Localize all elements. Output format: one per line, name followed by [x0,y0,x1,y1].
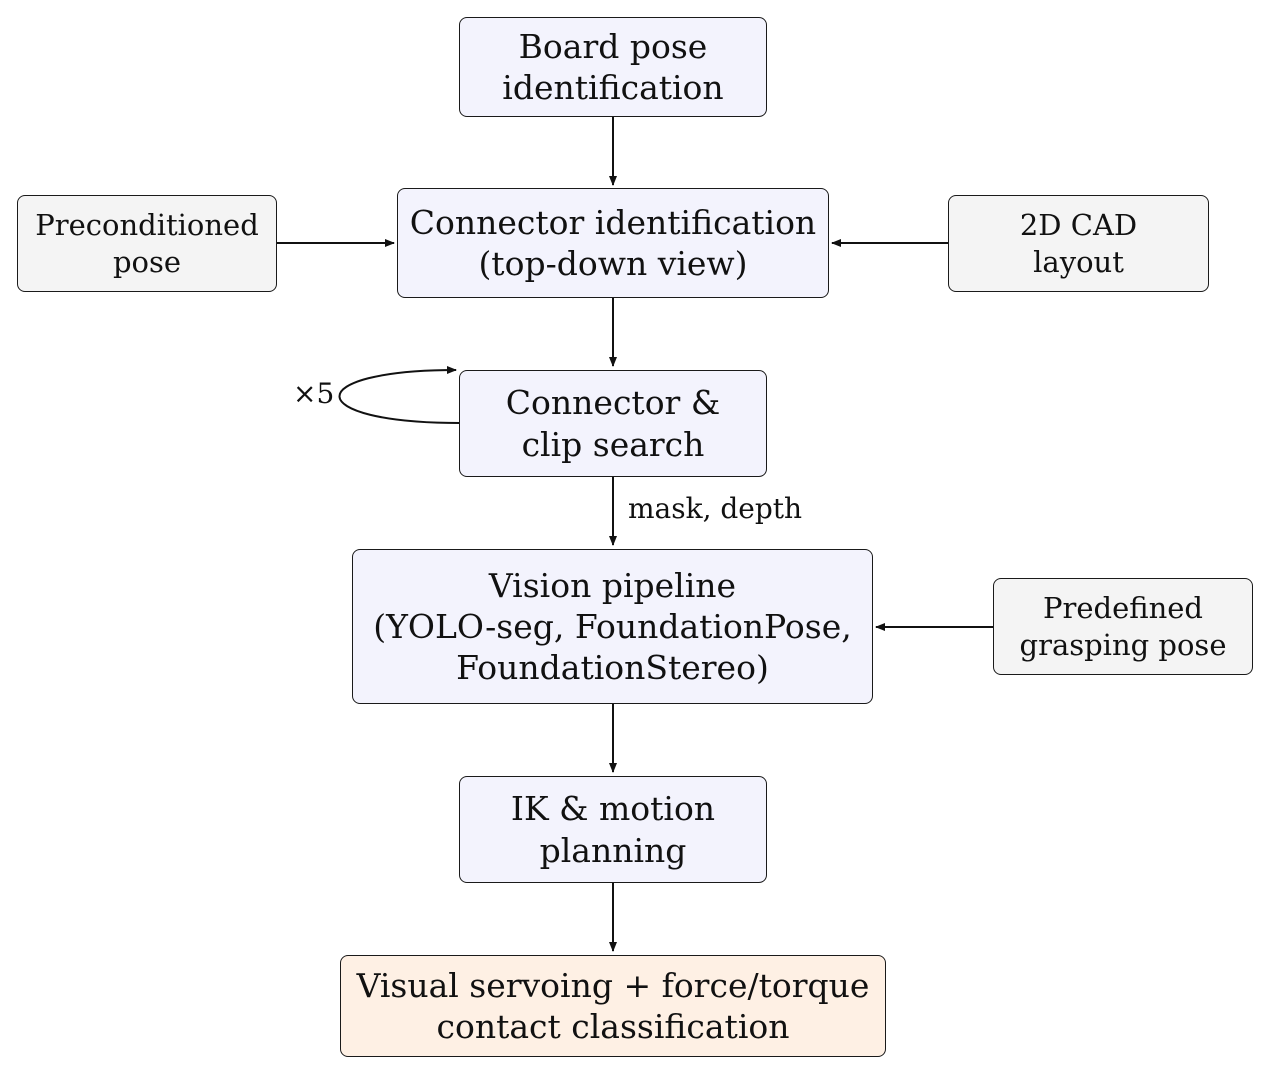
vision-pipeline-node: Vision pipeline (YOLO-seg, FoundationPos… [352,549,873,704]
visual-servoing-node: Visual servoing + force/torque contact c… [340,955,886,1057]
mask-depth-label: mask, depth [628,492,803,525]
search-line-1: Connector & [505,383,721,423]
grasping-line-2: grasping pose [1019,627,1227,662]
servoing-line-1: Visual servoing + force/torque [356,965,870,1005]
board-pose-line-1: Board pose [518,26,708,66]
preconditioned-line-1: Preconditioned [35,208,259,243]
vision-line-2: (YOLO-seg, FoundationPose, [373,606,852,646]
board-pose-node: Board pose identification [459,17,767,117]
vision-line-3: FoundationStereo) [456,648,769,688]
ik-motion-planning-node: IK & motion planning [459,776,767,883]
cad-layout-line-1: 2D CAD [1019,208,1138,243]
ik-line-1: IK & motion [510,789,716,829]
search-line-2: clip search [521,424,705,464]
connector-identification-node: Connector identification (top-down view) [397,188,829,298]
preconditioned-line-2: pose [112,244,182,279]
loop-count-label: ×5 [293,377,335,410]
connector-clip-search-node: Connector & clip search [459,370,767,477]
ik-line-2: planning [539,830,687,870]
connector-id-line-2: (top-down view) [478,244,748,283]
grasping-pose-node: Predefined grasping pose [993,578,1253,675]
board-pose-line-2: identification [502,68,724,107]
cad-layout-line-2: layout [1033,244,1124,279]
preconditioned-pose-node: Preconditioned pose [17,195,277,292]
connector-id-line-1: Connector identification [409,202,817,242]
servoing-line-2: contact classification [436,1007,790,1046]
loop-arrow-search [338,366,461,424]
vision-line-1: Vision pipeline [488,565,737,605]
cad-layout-node: 2D CAD layout [948,195,1209,292]
grasping-line-1: Predefined [1042,591,1203,626]
